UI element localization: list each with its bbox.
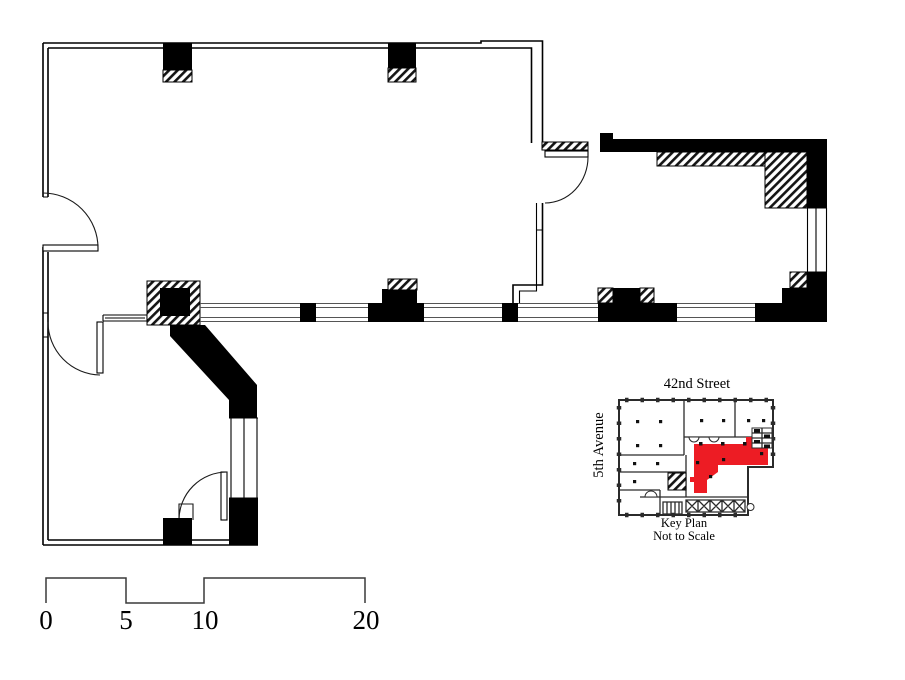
east-corner-column [807,152,827,208]
scale-bar: 0 5 10 20 [39,577,380,635]
lower-room-door-swing-2 [178,471,228,521]
hatched-pier-column [146,280,201,326]
band-column-1 [300,303,316,322]
band-corner-column [755,303,827,322]
east-wing [512,133,828,303]
scale-label-5: 5 [119,605,133,635]
outer-walls [42,40,544,546]
scale-label-0: 0 [39,605,53,635]
stair-bottom-icon [662,501,683,515]
key-plan: 42nd Street 5th Avenue Key Plan Not to S… [591,376,776,543]
east-wing-hatched-lintel [541,141,589,151]
lower-room-window [229,417,258,499]
band-column-3 [502,303,518,322]
elevator-core-icon [751,427,773,449]
lower-room-door-swing [47,321,101,376]
south-wall [43,539,258,546]
key-plan-columns [633,419,766,484]
east-wing-door-swing [544,150,589,204]
band-column-4 [598,303,677,322]
east-wing-west-wall-inner [518,203,543,303]
key-plan-caption-1: Key Plan [661,516,708,530]
band-column-2 [368,303,424,322]
key-plan-door-swings [644,436,720,498]
south-column [163,518,192,545]
east-wing-north-hatch [656,151,766,167]
west-entry-door-swing [42,192,99,252]
east-corner-hatch [764,151,808,209]
east-wing-west-wall-outer [512,203,544,303]
stair-icon [667,472,687,491]
street-label-top: 42nd Street [664,376,730,392]
main-floor-plan [42,40,828,546]
lower-room-corner-column [229,498,258,545]
column-circle-icon [746,503,755,511]
east-window [806,207,828,273]
key-plan-highlight [690,437,768,493]
scale-label-10: 10 [192,605,219,635]
angled-wall [170,325,257,418]
north-column-1 [162,43,193,83]
north-wall-inner [48,47,533,143]
east-wing-north-wall [600,139,827,152]
window-wall-band [200,271,827,322]
north-column-2 [387,43,417,83]
lower-room-north-wall [47,314,148,376]
scale-bar-line [45,577,366,604]
key-plan-caption-2: Not to Scale [653,529,715,543]
north-wall-outer [43,40,544,143]
lower-room-door-leaf [96,321,104,374]
scale-label-20: 20 [353,605,380,635]
elevator-bank-icon [685,499,746,513]
street-label-left: 5th Avenue [591,412,607,477]
